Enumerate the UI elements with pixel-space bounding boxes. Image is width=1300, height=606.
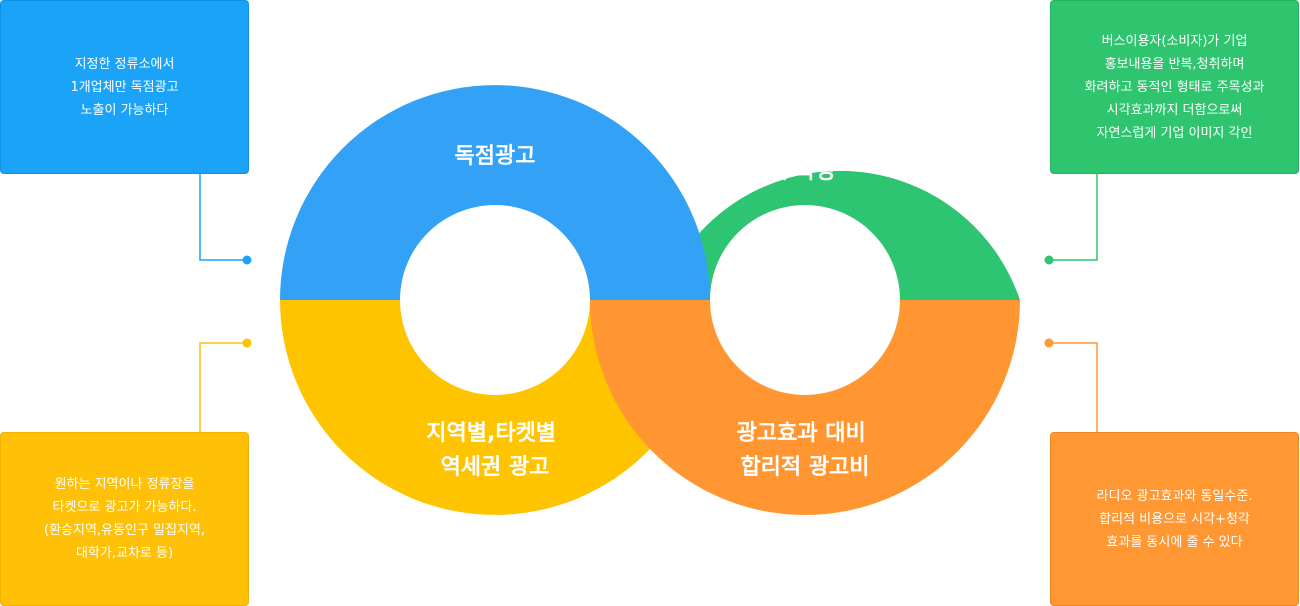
box-line: 라디오 광고효과와 동일수준.	[1096, 488, 1253, 504]
ring-segment-bottom-right	[590, 300, 1020, 515]
description-box-cost: 라디오 광고효과와 동일수준. 합리적 비용으로 시각+청각 효과를 동시에 줄…	[1050, 432, 1299, 606]
connector-dot-top-left	[242, 255, 252, 265]
connector-dot-bottom-right	[1044, 338, 1054, 348]
box-line: (환승지역,유동인구 밀집지역,	[44, 523, 205, 538]
box-line: 타켓으로 광고가 가능하다.	[52, 500, 197, 515]
box-line: 시각효과까지 더함으로써	[1106, 102, 1243, 118]
box-line: 원하는 지역이나 정류장을	[54, 477, 195, 492]
box-line: 화려하고 동적인 형태로 주목성과	[1084, 79, 1265, 95]
segment-label-bottom-right: 광고효과 대비 합리적 광고비	[737, 421, 874, 480]
box-line: 합리적 비용으로 시각+청각	[1099, 511, 1250, 527]
ring-segment-top-right	[660, 170, 1020, 300]
connector-dot-top-right	[1044, 255, 1054, 265]
box-line: 자연스럽게 기업 이미지 각인	[1096, 125, 1253, 141]
connector-dot-bottom-left	[242, 338, 252, 348]
segment-label-top-right: 높은 수용성, 주목성	[743, 126, 868, 184]
connector-bottom-left	[199, 342, 247, 432]
connector-top-left	[199, 174, 247, 261]
box-line: 노출이 가능하다	[80, 102, 169, 118]
description-box-exclusive: 지정한 정류소에서 1개업체만 독점광고 노출이 가능하다	[0, 0, 249, 174]
description-box-targeting: 원하는 지역이나 정류장을 타켓으로 광고가 가능하다. (환승지역,유동인구 …	[0, 432, 249, 606]
segment-label-bottom-left: 지역별,타켓별 역세권 광고	[426, 421, 563, 480]
ring-segment-top-left	[280, 85, 710, 300]
connector-top-right	[1049, 174, 1098, 261]
box-line: 홍보내용을 반복,청취하며	[1104, 56, 1245, 72]
description-box-attention: 버스이용자(소비자)가 기업 홍보내용을 반복,청취하며 화려하고 동적인 형태…	[1050, 0, 1299, 174]
box-line: 대학가,교차로 등)	[75, 546, 174, 561]
connector-bottom-right	[1049, 342, 1098, 432]
box-line: 지정한 정류소에서	[74, 56, 175, 72]
segment-label-top-left: 독점광고	[455, 144, 536, 169]
box-line: 1개업체만 독점광고	[70, 79, 179, 95]
box-line: 버스이용자(소비자)가 기업	[1101, 33, 1248, 49]
box-line: 효과를 동시에 줄 수 있다	[1106, 534, 1243, 550]
